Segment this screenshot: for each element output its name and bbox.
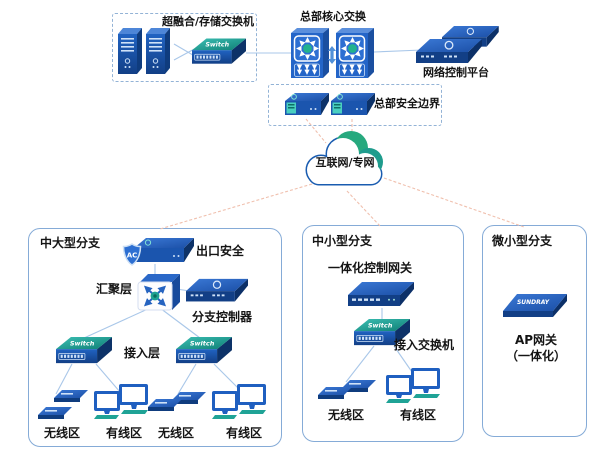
medium-access-switch-device: Switch (354, 319, 410, 346)
integrated-gateway-device (348, 282, 414, 306)
access-switch-1-device: Switch (56, 337, 112, 364)
storage-switch-device: Switch (192, 38, 246, 64)
branch-micro-title: 微小型分支 (492, 234, 553, 248)
medium-wired-label: 有线区 (399, 408, 436, 422)
security-boundary-box (268, 84, 442, 126)
medium-wireless-label: 无线区 (327, 408, 364, 422)
ap-gateway-label-2: （一体化） (505, 349, 566, 363)
control-platform-label: 网络控制平台 (423, 66, 489, 79)
aggregation-switch-icon (137, 274, 180, 311)
branch-large-title: 中大型分支 (40, 236, 101, 250)
stack-link-arrow-icon (328, 46, 336, 64)
wireless-zone-2-aps (148, 392, 206, 411)
ac-badge-text: AC (127, 252, 138, 260)
hq-firewall-2-icon (331, 93, 375, 115)
core-switch-label: 总部核心交换 (300, 10, 366, 23)
core-switch-2-icon (336, 28, 374, 78)
switch-text: Switch (190, 339, 215, 347)
wired-zone-2-pcs (212, 384, 266, 419)
wired-zone-1-pcs (94, 384, 148, 419)
access-switch-2-device: Switch (176, 337, 232, 364)
ap-gateway-label-1: AP网关 (514, 333, 558, 347)
wired-zone-2-label: 有线区 (225, 426, 262, 440)
aggregation-label: 汇聚层 (96, 282, 133, 296)
ap-gateway-device: SUNDRAY (503, 294, 567, 317)
server-towers-icon (118, 28, 170, 74)
gateway-label: 一体化控制网关 (328, 261, 413, 275)
medium-wired-pcs (386, 368, 440, 403)
switch-text: Switch (368, 321, 393, 329)
branch-controller-icon (186, 278, 248, 302)
medium-access-switch-label: 接入交换机 (394, 338, 455, 352)
wireless-zone-1-aps (38, 390, 88, 419)
switch-text: Switch (70, 339, 95, 347)
exit-security-label: 出口安全 (196, 244, 245, 258)
exit-security-device: AC (122, 238, 194, 266)
security-boundary-label: 总部安全边界 (374, 97, 440, 110)
sundray-text: SUNDRAY (517, 299, 550, 306)
hyper-converged-boundary (112, 13, 257, 82)
hyper-converged-label: 超融合/存储交换机 (162, 15, 255, 28)
switch-text: Switch (205, 41, 229, 49)
branch-box-micro (482, 225, 587, 437)
wireless-zone-1-label: 无线区 (43, 426, 80, 440)
medium-wireless-aps (318, 380, 376, 399)
access-layer-label: 接入层 (124, 346, 161, 360)
wireless-zone-2-label: 无线区 (157, 426, 194, 440)
wired-zone-1-label: 有线区 (105, 426, 142, 440)
branch-medium-title: 中小型分支 (312, 234, 373, 248)
cloud-label: 互联网/专网 (315, 156, 375, 169)
network-control-platform-icon (416, 26, 499, 63)
branch-controller-label: 分支控制器 (192, 310, 253, 324)
internet-cloud-icon (305, 131, 383, 186)
core-switch-1-icon (291, 28, 329, 78)
hq-firewall-1-icon (285, 93, 329, 115)
